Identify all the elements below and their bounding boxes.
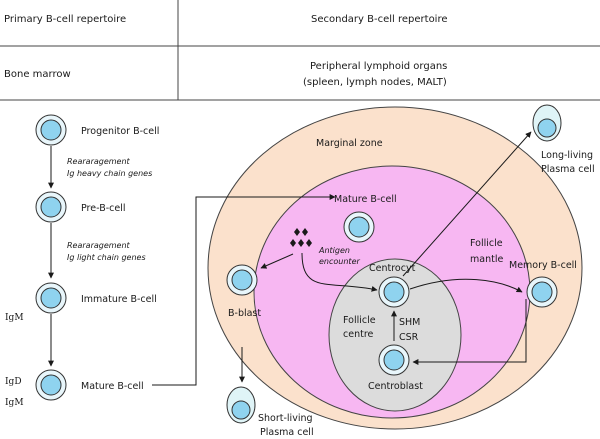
pre-b-cell-label: Pre-B-cell	[81, 203, 126, 214]
csr-label: CSR	[399, 332, 419, 343]
pre-b-cell	[35, 191, 67, 223]
centroblast-cell	[378, 344, 410, 376]
follicle-centre-label-line1: Follicle	[343, 315, 376, 326]
arrow-antigen-to-b-blast	[260, 253, 294, 269]
antigen-icon	[290, 228, 312, 247]
centrocyt-label: Centrocyt	[369, 263, 416, 274]
follicle-centre-label-line2: centre	[343, 329, 374, 340]
centrocyt-cell	[378, 276, 410, 308]
long-living-plasma-label-line1: Long-living	[541, 150, 593, 161]
immature-b-cell	[35, 282, 67, 314]
rearrangement-light-line1: Reararagement	[67, 241, 131, 250]
antigen-label-line1: Antigen	[318, 246, 350, 255]
antigen-label-line2: encounter	[319, 257, 360, 266]
arrow-mature-to-periphery	[152, 194, 336, 386]
short-living-plasma-cell	[226, 386, 256, 424]
secondary-repertoire-title: Secondary B-cell repertoire	[311, 14, 448, 25]
mature-b-cell-primary-label: Mature B-cell	[81, 381, 144, 392]
igm-label-immature: IgM	[5, 313, 24, 323]
follicle-centre-zone	[328, 258, 462, 412]
short-living-plasma-label-line1: Short-living	[258, 413, 313, 424]
b-blast-label: B-blast	[228, 308, 261, 319]
arrow-centrocyt-to-memory	[409, 278, 523, 293]
short-living-plasma-label-line2: Plasma cell	[260, 427, 314, 438]
rearrangement-heavy-line1: Reararagement	[67, 157, 131, 166]
centroblast-label: Centroblast	[368, 381, 423, 392]
table-grid	[0, 0, 600, 101]
immature-b-cell-label: Immature B-cell	[81, 294, 157, 305]
b-blast-cell	[226, 264, 258, 296]
rearrangement-heavy-line2: Ig heavy chain genes	[67, 169, 152, 178]
memory-b-cell	[526, 276, 558, 308]
igd-label: IgD	[5, 377, 22, 387]
progenitor-b-cell	[35, 114, 67, 146]
follicle-mantle-label-line2: mantle	[470, 254, 503, 265]
progenitor-label: Progenitor B-cell	[81, 126, 159, 137]
rearrangement-light-line2: Ig light chain genes	[67, 253, 146, 262]
long-living-plasma-cell	[532, 104, 562, 142]
arrow-memory-to-centroblast	[412, 299, 527, 365]
memory-b-cell-label: Memory B-cell	[509, 260, 577, 271]
mature-b-cell-secondary-label: Mature B-cell	[334, 194, 397, 205]
long-living-plasma-label-line2: Plasma cell	[541, 164, 595, 175]
arrow-antigen-to-centrocyt	[301, 252, 378, 292]
peripheral-organs-label: Peripheral lymphoid organs	[310, 61, 447, 72]
mature-b-cell-secondary	[343, 211, 375, 243]
marginal-zone-label: Marginal zone	[316, 138, 383, 149]
peripheral-organs-examples: (spleen, lymph nodes, MALT)	[303, 77, 447, 88]
igm-label-mature: IgM	[5, 398, 24, 408]
bone-marrow-label: Bone marrow	[4, 69, 71, 80]
shm-label: SHM	[399, 317, 420, 328]
mature-b-cell-primary	[35, 369, 67, 401]
arrow-centrocyt-to-long-plasma	[402, 131, 532, 277]
follicle-mantle-label-line1: Follicle	[470, 238, 503, 249]
primary-repertoire-title: Primary B-cell repertoire	[4, 14, 126, 25]
